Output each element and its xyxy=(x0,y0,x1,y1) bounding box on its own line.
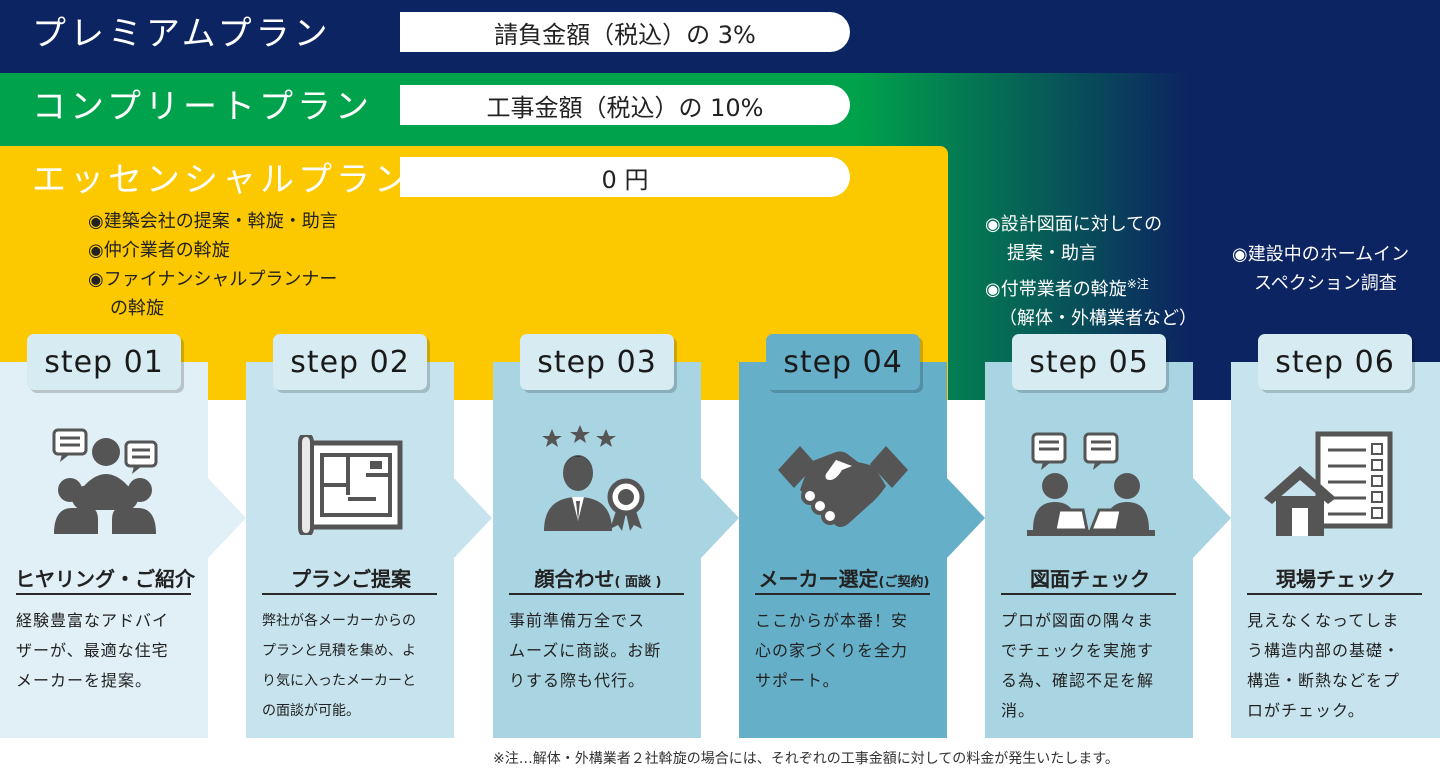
desc-line: の面談が可能。 xyxy=(262,703,360,719)
arrow-right-icon xyxy=(208,478,246,558)
feature-item: 提案・助言 xyxy=(1007,243,1097,264)
step-02-label: step 02 xyxy=(273,334,427,390)
desc-line: 心の家づくりを全力 xyxy=(755,641,909,660)
feature-item: ◉仲介業者の斡旋 xyxy=(88,240,230,261)
step-04-title-note: (ご契約) xyxy=(878,575,930,590)
floor-plan-icon xyxy=(296,435,406,535)
step-04-description: ここからが本番！安 心の家づくりを全力 サポート。 xyxy=(755,606,935,696)
premium-plan-price: 請負金額（税込）の 3% xyxy=(400,12,850,52)
footnote: ※注…解体・外構業者２社斡旋の場合には、それぞれの工事金額に対しての料金が発生い… xyxy=(493,751,1119,767)
desc-line: ロがチェック。 xyxy=(1247,701,1365,720)
desc-line: ザーが、最適な住宅 xyxy=(16,641,169,660)
step-01-title: ヒヤリング・ご紹介 xyxy=(15,567,195,591)
feature-item: の斡旋 xyxy=(110,298,164,319)
step-03-column xyxy=(493,362,701,738)
premium-plan-features: ◉建設中のホームイン スペクション調査 xyxy=(1232,240,1409,298)
desc-line: 弊社が各メーカーからの xyxy=(262,613,416,629)
desc-line: りする際も代行。 xyxy=(509,671,646,690)
complete-plan-title: コンプリートプラン xyxy=(32,87,373,127)
step-05-label: step 05 xyxy=(1012,334,1166,390)
feature-item: ◉建築会社の提案・斡旋・助言 xyxy=(88,211,338,232)
essential-plan-title: エッセンシャルプラン xyxy=(32,160,412,200)
complete-plan-features: ◉設計図面に対しての 提案・助言 ◉付帯業者の斡旋※注 （解体・外構業者など） xyxy=(985,210,1197,333)
essential-plan-price: 0 円 xyxy=(400,157,850,197)
step-02-title: プランご提案 xyxy=(291,567,411,591)
step-02-column xyxy=(246,362,454,738)
desc-line: ムーズに商談。お断 xyxy=(509,641,662,660)
arrow-right-icon xyxy=(947,478,985,558)
desc-line: ここからが本番！安 xyxy=(755,611,909,630)
desc-line: サポート。 xyxy=(755,671,840,690)
desc-line: 事前準備万全でス xyxy=(509,611,646,630)
step-01-description: 経験豊富なアドバイ ザーが、最適な住宅 メーカーを提案。 xyxy=(16,606,196,696)
handshake-icon xyxy=(778,440,908,535)
desc-line: 見えなくなってしま xyxy=(1247,611,1400,630)
step-06-description: 見えなくなってしま う構造内部の基礎・ 構造・断熱などをプ ロがチェック。 xyxy=(1247,606,1427,726)
title-underline xyxy=(509,593,684,595)
desc-line: 消。 xyxy=(1001,701,1036,720)
step-05-column xyxy=(985,362,1193,738)
step-05-title: 図面チェック xyxy=(1030,567,1150,591)
step-05-description: プロが図面の隅々ま でチェックを実施す る為、確認不足を解 消。 xyxy=(1001,606,1181,726)
feature-item: スペクション調査 xyxy=(1254,273,1397,294)
complete-plan-price: 工事金額（税込）の 10% xyxy=(400,85,850,125)
desc-line: でチェックを実施す xyxy=(1001,641,1155,660)
step-02-description: 弊社が各メーカーからの プランと見積を集め、よ り気に入ったメーカーと の面談が… xyxy=(262,606,452,726)
desc-line: プロが図面の隅々ま xyxy=(1001,611,1155,630)
title-underline xyxy=(1001,593,1176,595)
people-meeting-icon xyxy=(50,428,160,538)
arrow-right-icon xyxy=(701,478,739,558)
feature-item: ◉設計図面に対しての xyxy=(985,214,1163,235)
step-01-label: step 01 xyxy=(27,334,181,390)
step-04-title-row: メーカー選定(ご契約) xyxy=(739,563,949,592)
desc-line: 経験豊富なアドバイ xyxy=(16,611,170,630)
step-04-label: step 04 xyxy=(766,334,920,390)
feature-item: （解体・外構業者など） xyxy=(999,308,1197,329)
desc-line: り気に入ったメーカーと xyxy=(262,673,416,689)
house-checklist-icon xyxy=(1262,430,1402,540)
step-01-column xyxy=(0,362,208,738)
step-06-column xyxy=(1231,362,1440,738)
desc-line: プランと見積を集め、よ xyxy=(262,643,416,659)
desc-line: る為、確認不足を解 xyxy=(1001,671,1155,690)
desc-line: メーカーを提案。 xyxy=(16,671,153,690)
step-03-title: 顔合わせ xyxy=(534,567,615,591)
step-03-title-row: 顔合わせ( 面談 ) xyxy=(493,563,703,592)
step-06-label: step 06 xyxy=(1258,334,1412,390)
premium-plan-title: プレミアムプラン xyxy=(32,14,332,54)
step-04-column xyxy=(739,362,947,738)
desc-line: 構造・断熱などをプ xyxy=(1247,671,1401,690)
feature-item-with-note: ◉付帯業者の斡旋※注 xyxy=(985,270,1197,304)
businessman-icon xyxy=(540,425,650,535)
feature-item: ◉建設中のホームイン xyxy=(1232,244,1410,265)
arrow-right-icon xyxy=(1193,478,1231,558)
discussion-icon xyxy=(1025,430,1155,540)
feature-text: ◉付帯業者の斡旋 xyxy=(985,279,1127,300)
arrow-right-icon xyxy=(454,478,492,558)
desc-line: う構造内部の基礎・ xyxy=(1247,641,1401,660)
title-underline xyxy=(262,593,437,595)
step-04-title: メーカー選定 xyxy=(758,567,879,591)
step-03-title-note: ( 面談 ) xyxy=(614,575,662,590)
feature-item: ◉ファイナンシャルプランナー xyxy=(88,269,338,290)
title-underline xyxy=(1247,593,1422,595)
note-mark: ※注 xyxy=(1126,277,1149,291)
essential-plan-features: ◉建築会社の提案・斡旋・助言 ◉仲介業者の斡旋 ◉ファイナンシャルプランナー の… xyxy=(88,207,338,323)
step-06-title: 現場チェック xyxy=(1276,567,1396,591)
title-underline xyxy=(755,593,930,595)
step-03-label: step 03 xyxy=(520,334,674,390)
step-03-description: 事前準備万全でス ムーズに商談。お断 りする際も代行。 xyxy=(509,606,689,696)
title-underline xyxy=(16,593,191,595)
